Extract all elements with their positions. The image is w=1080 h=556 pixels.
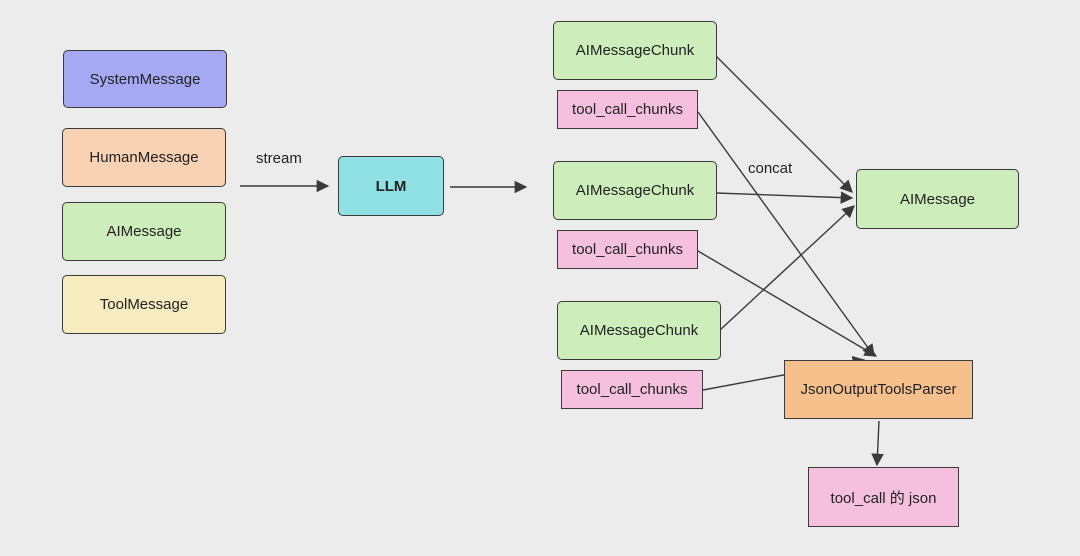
json-output-tools-parser-label: JsonOutputToolsParser	[800, 381, 957, 398]
concat-edge-label: concat	[748, 160, 793, 177]
tool-call-chunks-3: tool_call_chunks	[561, 370, 703, 409]
ai-message-chunk-1: AIMessageChunk	[553, 21, 717, 80]
system-message-box: SystemMessage	[63, 50, 227, 108]
human-message-label: HumanMessage	[89, 149, 199, 166]
ai-message-result-box: AIMessage	[856, 169, 1019, 229]
edge-toolchunk1-to-parser	[697, 111, 875, 358]
edge-toolchunk2-to-parser	[697, 250, 878, 357]
tool-message-label: ToolMessage	[99, 296, 189, 313]
tool-call-chunks-label: tool_call_chunks	[572, 241, 683, 258]
ai-message-chunk-3: AIMessageChunk	[557, 301, 721, 360]
ai-message-result-label: AIMessage	[899, 190, 976, 208]
json-output-tools-parser-box: JsonOutputToolsParser	[784, 360, 973, 419]
edge-chunk2-to-aimessage	[715, 191, 854, 204]
human-message-box: HumanMessage	[62, 128, 226, 187]
edge-chunk3-to-aimessage	[719, 205, 855, 331]
tool-call-json-label: tool_call 的 json	[830, 489, 937, 507]
ai-message-chunk-label: AIMessageChunk	[575, 182, 695, 199]
ai-message-chunk-label: AIMessageChunk	[575, 42, 695, 59]
ai-message-label: AIMessage	[106, 223, 182, 240]
llm-box: LLM	[338, 156, 444, 216]
ai-message-box: AIMessage	[62, 202, 226, 261]
tool-call-chunks-1: tool_call_chunks	[557, 90, 698, 129]
tool-call-chunks-label: tool_call_chunks	[572, 101, 683, 118]
stream-edge-label: stream	[256, 150, 302, 167]
edge-parser-to-output	[871, 420, 884, 467]
tool-call-chunks-2: tool_call_chunks	[557, 230, 698, 269]
llm-label: LLM	[375, 177, 407, 195]
system-message-label: SystemMessage	[89, 70, 201, 88]
tool-call-json-box: tool_call 的 json	[808, 467, 959, 527]
tool-message-box: ToolMessage	[62, 275, 226, 334]
ai-message-chunk-label: AIMessageChunk	[579, 322, 699, 339]
ai-message-chunk-2: AIMessageChunk	[553, 161, 717, 220]
tool-call-chunks-label: tool_call_chunks	[576, 381, 688, 398]
